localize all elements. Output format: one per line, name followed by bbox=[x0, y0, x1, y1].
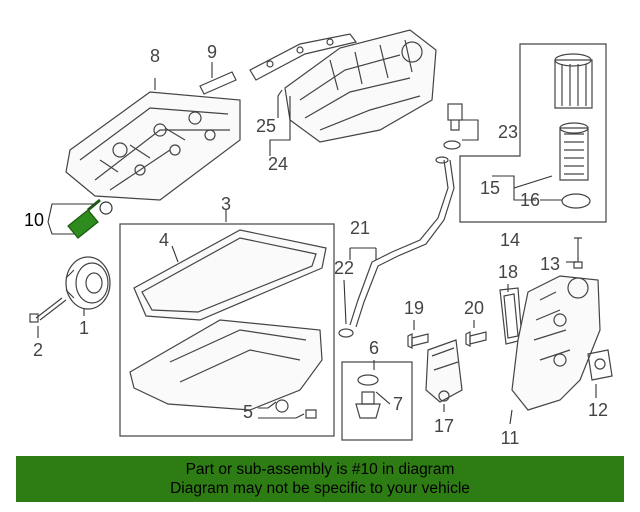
banner-line-2: Diagram may not be specific to your vehi… bbox=[170, 480, 470, 497]
part-17-housing-drawing bbox=[425, 339, 463, 403]
part-2-bolt-drawing bbox=[29, 297, 67, 323]
callout-12: 12 bbox=[588, 400, 608, 420]
callout-11: 11 bbox=[501, 428, 520, 448]
callout-21: 21 bbox=[350, 218, 370, 238]
info-banner: Part or sub-assembly is #10 in diagram D… bbox=[16, 456, 624, 502]
part-24-manifold-drawing bbox=[284, 29, 437, 143]
part-19-bolt-drawing bbox=[407, 333, 429, 349]
callout-8: 8 bbox=[150, 46, 160, 66]
part-1-pulley-drawing bbox=[65, 256, 111, 310]
part-10-highlighted-drawing bbox=[67, 198, 113, 239]
part-12-seal-drawing bbox=[587, 349, 613, 381]
callout-14: 14 bbox=[500, 230, 520, 250]
callout-20: 20 bbox=[464, 298, 484, 318]
callout-3: 3 bbox=[221, 194, 231, 214]
callout-6: 6 bbox=[369, 338, 379, 358]
callout-10: 10 bbox=[24, 210, 44, 230]
callout-4: 4 bbox=[159, 230, 169, 250]
callout-24: 24 bbox=[268, 154, 288, 174]
leader-lines bbox=[37, 62, 597, 425]
part-11-adapter-drawing bbox=[511, 275, 601, 411]
part-13-bolt-drawing bbox=[573, 237, 583, 269]
callout-15: 15 bbox=[480, 178, 500, 198]
callout-5: 5 bbox=[243, 402, 253, 422]
callout-23: 23 bbox=[498, 122, 518, 142]
part-20-bolt-drawing bbox=[465, 331, 487, 347]
callout-1: 1 bbox=[79, 318, 89, 338]
callout-7: 7 bbox=[393, 394, 403, 414]
callout-25: 25 bbox=[256, 116, 276, 136]
part-9-tube-drawing bbox=[199, 71, 237, 95]
part-21-dipstick-drawing bbox=[338, 156, 455, 338]
part-14-filter-box bbox=[459, 43, 607, 223]
callout-18: 18 bbox=[498, 262, 518, 282]
callout-19: 19 bbox=[404, 298, 424, 318]
callout-2: 2 bbox=[33, 340, 43, 360]
callout-16: 16 bbox=[520, 190, 540, 210]
part-25-gasket-drawing bbox=[249, 33, 358, 81]
callout-17: 17 bbox=[434, 416, 454, 436]
callout-9: 9 bbox=[207, 42, 217, 62]
banner-line-1: Part or sub-assembly is #10 in diagram bbox=[185, 461, 455, 478]
part-6-drain-plug-box bbox=[341, 361, 413, 441]
part-3-oil-pan-box bbox=[119, 223, 335, 437]
part-8-bedplate-drawing bbox=[65, 91, 241, 201]
parts-diagram: 8 9 25 24 23 3 4 10 1 2 5 6 7 17 11 12 1… bbox=[24, 29, 613, 448]
callout-22: 22 bbox=[334, 258, 354, 278]
part-23-sensor-drawing bbox=[443, 103, 463, 150]
callout-13: 13 bbox=[540, 254, 560, 274]
